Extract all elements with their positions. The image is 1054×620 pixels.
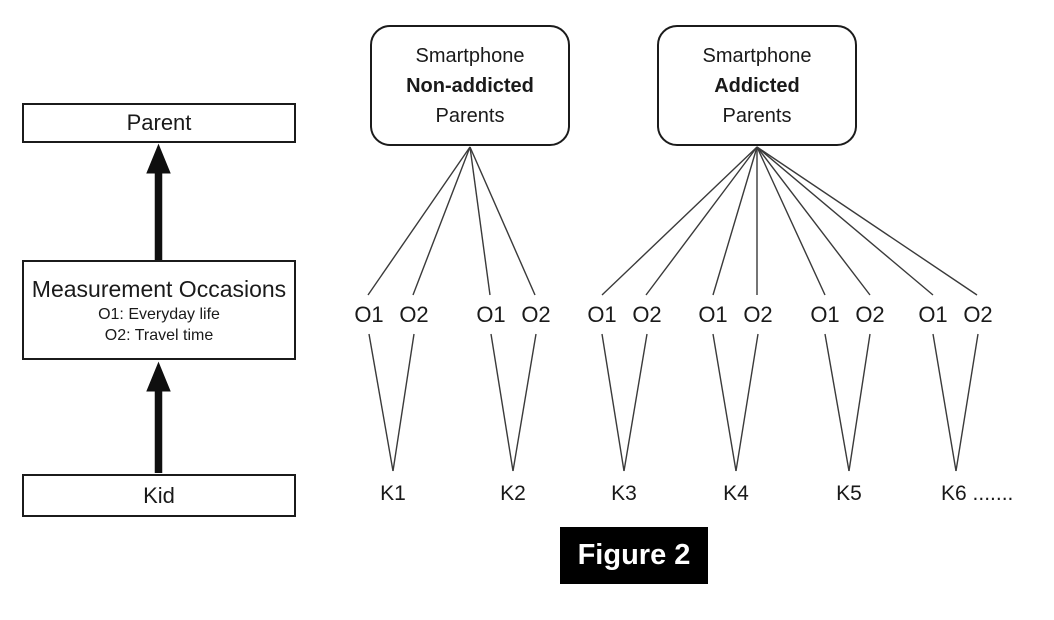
occasion-label-k2-o1: O1 bbox=[476, 302, 506, 327]
occasion-label-k3-o2: O2 bbox=[632, 302, 662, 327]
kid-label-k2: K2 bbox=[500, 482, 526, 505]
v-lines-k2 bbox=[490, 333, 537, 472]
kid-label-k5: K5 bbox=[836, 482, 862, 505]
occasion-label-k4-o1: O1 bbox=[698, 302, 728, 327]
nonaddicted-box-line3: Parents bbox=[435, 104, 505, 127]
v-lines-k6 bbox=[932, 333, 979, 472]
kid-label-k3: K3 bbox=[611, 482, 637, 505]
figure-caption-label: Figure 2 bbox=[577, 539, 691, 571]
parent-box-label: Parent bbox=[126, 110, 192, 135]
addicted-box-line3: Parents bbox=[722, 104, 792, 127]
kid-label-k4: K4 bbox=[723, 482, 749, 505]
occasion-label-k1-o2: O2 bbox=[399, 302, 429, 327]
addicted-box-line2: Addicted bbox=[714, 74, 800, 97]
nonaddicted-box-line2: Non-addicted bbox=[406, 74, 534, 97]
v-lines-k4 bbox=[712, 333, 759, 472]
occasion-label-k4-o2: O2 bbox=[743, 302, 773, 327]
fan-addicted-parents bbox=[601, 146, 978, 296]
nonaddicted-parents-box: Smartphone Non-addicted Parents bbox=[370, 25, 570, 146]
measurement-o2-description: O2: Travel time bbox=[104, 327, 214, 344]
kid-label-k1: K1 bbox=[380, 482, 406, 505]
occasion-label-k1-o1: O1 bbox=[354, 302, 384, 327]
v-lines-k5 bbox=[824, 333, 871, 472]
occasion-label-k5-o2: O2 bbox=[855, 302, 885, 327]
kid-label-k6: K6 ....... bbox=[941, 482, 1014, 505]
addicted-parents-box: Smartphone Addicted Parents bbox=[657, 25, 857, 146]
kid-box: Kid bbox=[22, 474, 296, 517]
parent-box: Parent bbox=[22, 103, 296, 143]
nonaddicted-box-line1: Smartphone bbox=[415, 44, 525, 67]
addicted-box-line1: Smartphone bbox=[702, 44, 812, 67]
measurement-o1-description: O1: Everyday life bbox=[98, 306, 220, 323]
measurement-occasions-box: Measurement Occasions O1: Everyday life … bbox=[22, 260, 296, 360]
occasion-label-k6-o1: O1 bbox=[918, 302, 948, 327]
occasion-label-k3-o1: O1 bbox=[587, 302, 617, 327]
occasion-label-k6-o2: O2 bbox=[963, 302, 993, 327]
arrow-measurement-to-parent bbox=[146, 143, 171, 260]
kid-box-label: Kid bbox=[143, 482, 175, 508]
figure-caption: Figure 2 bbox=[560, 527, 708, 584]
arrow-kid-to-measurement bbox=[146, 361, 171, 473]
fan-nonaddicted-parents bbox=[367, 146, 536, 296]
occasion-label-k5-o1: O1 bbox=[810, 302, 840, 327]
occasion-label-k2-o2: O2 bbox=[521, 302, 551, 327]
v-lines-k1 bbox=[368, 333, 415, 472]
v-lines-k3 bbox=[601, 333, 648, 472]
measurement-box-title: Measurement Occasions bbox=[31, 276, 287, 302]
